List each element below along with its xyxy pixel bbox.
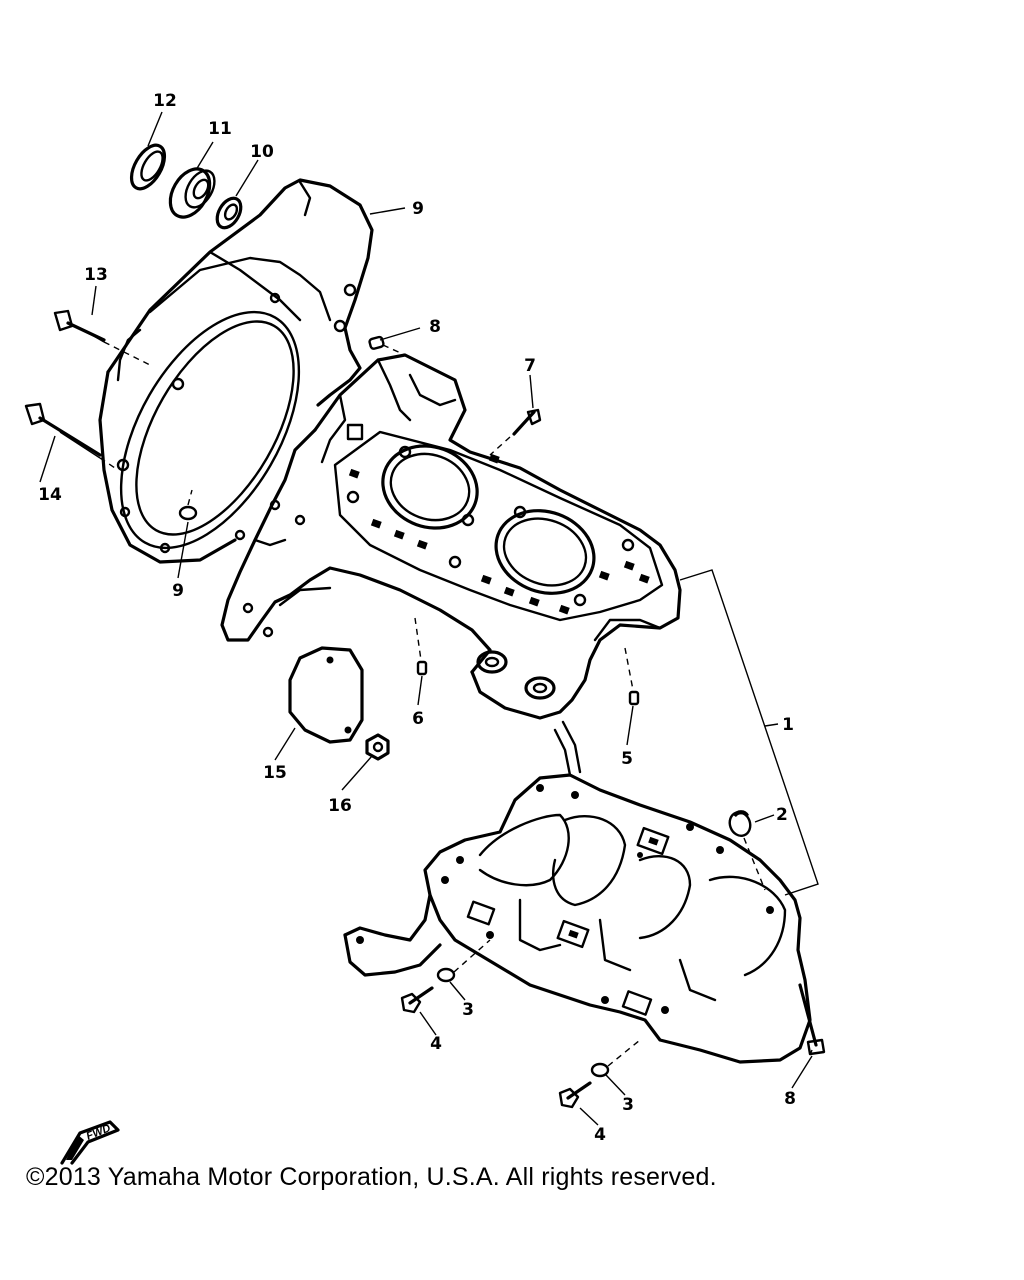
callout-10: 8	[429, 317, 441, 337]
part-5-dowel	[628, 690, 640, 706]
callout-15: 13	[84, 265, 108, 285]
part-9-plug	[178, 505, 198, 521]
callout-16: 14	[38, 485, 62, 505]
part-17-cover-plate	[288, 646, 364, 744]
part-12-circlip	[215, 196, 243, 230]
callout-9: 9	[172, 581, 184, 601]
part-4-bolt-lower	[558, 1081, 592, 1109]
fwd-label: FWD	[85, 1122, 113, 1143]
fwd-direction-symbol: FWD	[60, 1120, 120, 1165]
part-3-washer-upper	[436, 967, 456, 983]
callout-4-lower: 4	[594, 1125, 606, 1145]
part-6-dowel	[416, 660, 428, 676]
callout-12: 10	[250, 142, 274, 162]
callout-labels: 12 11 10 9 13 8 7 14 9 6 1 5 15 16 2 3 4…	[38, 91, 796, 1145]
callout-13: 11	[208, 119, 232, 139]
part-11-housing-cover	[98, 178, 374, 564]
callout-7: 7	[524, 356, 536, 376]
callout-2: 2	[776, 805, 788, 825]
part-16-long-bolt	[24, 402, 102, 459]
callout-1: 1	[782, 715, 794, 735]
part-4-bolt-upper	[400, 986, 434, 1014]
callout-17: 15	[263, 763, 287, 783]
part-2-dowel-pin	[728, 810, 752, 837]
callout-14: 12	[153, 91, 177, 111]
leader-lines	[39, 111, 819, 1126]
part-14-oil-seal	[129, 143, 167, 191]
lower-crankcase	[343, 720, 812, 1064]
callout-5: 5	[621, 749, 633, 769]
callout-8: 8	[784, 1089, 796, 1109]
part-7-bolt	[512, 408, 542, 436]
callout-3-upper: 3	[462, 1000, 474, 1020]
copyright-notice: ©2013 Yamaha Motor Corporation, U.S.A. A…	[26, 1163, 717, 1191]
part-8-stud-bolt	[798, 983, 826, 1056]
part-13-bearing	[168, 167, 216, 219]
callout-4-upper: 4	[430, 1034, 442, 1054]
alignment-lines	[99, 341, 813, 1067]
part-15-bolt	[53, 309, 106, 343]
part-18-nut	[365, 733, 390, 761]
part-10-dowel-pin	[368, 335, 385, 350]
callout-6: 6	[412, 709, 424, 729]
callout-18: 16	[328, 796, 352, 816]
callout-3-lower: 3	[622, 1095, 634, 1115]
callout-11: 9	[412, 199, 424, 219]
upper-crankcase	[220, 353, 682, 720]
part-3-washer-lower	[590, 1062, 610, 1078]
